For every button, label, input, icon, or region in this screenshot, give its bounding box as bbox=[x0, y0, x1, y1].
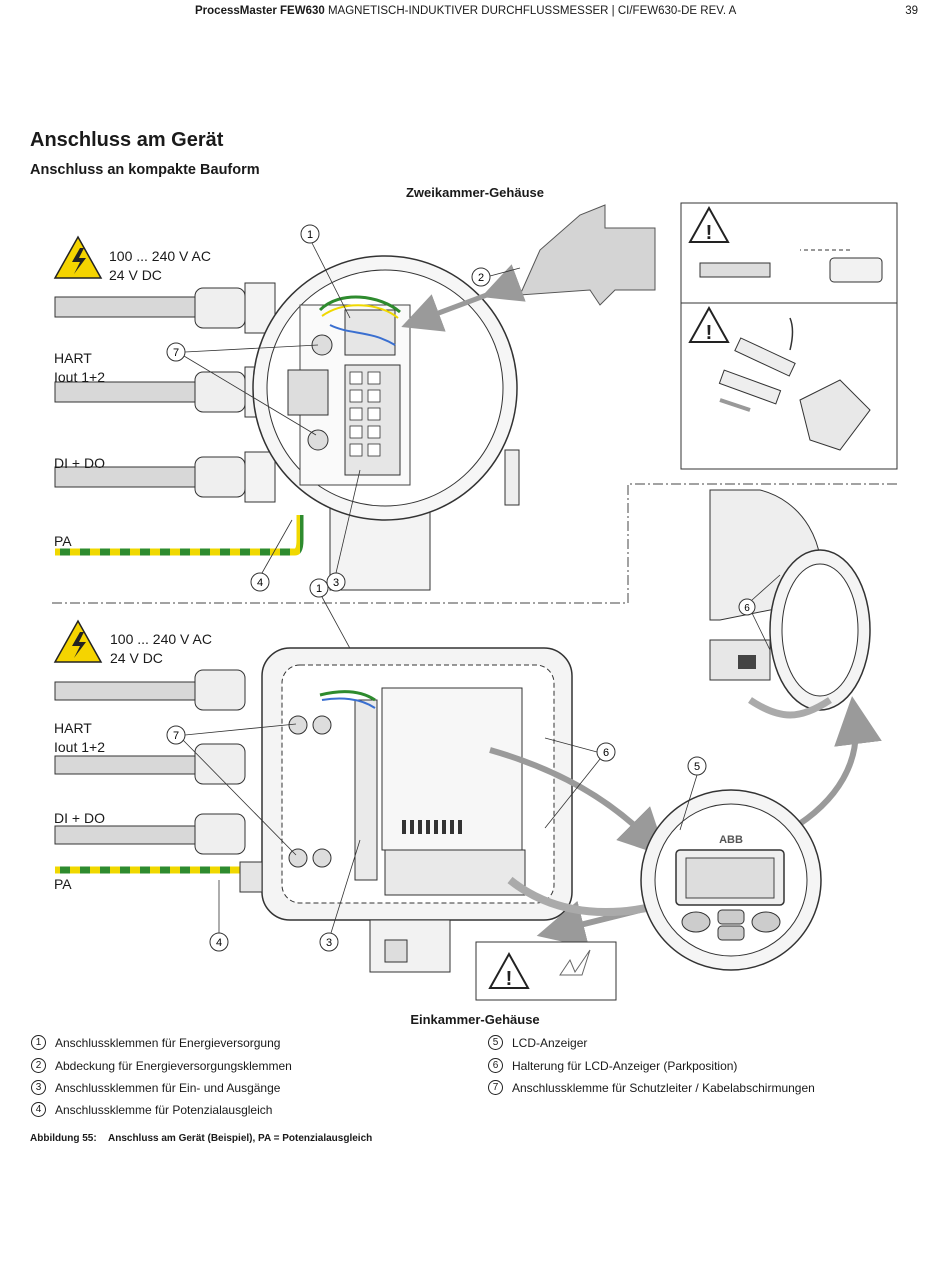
top-hart-label: HART Iout 1+2 bbox=[54, 349, 105, 387]
callout-1-3-mid: 1 3 bbox=[309, 469, 366, 677]
legend-number: 5 bbox=[488, 1035, 503, 1050]
page-header: ProcessMaster FEW630 MAGNETISCH-INDUKTIV… bbox=[0, 5, 950, 21]
legend-text: LCD-Anzeiger bbox=[512, 1035, 588, 1050]
figure-caption: Abbildung 55: Anschluss am Gerät (Beispie… bbox=[30, 1133, 372, 1144]
bottom-power-voltage-ac: 100 ... 240 V AC bbox=[110, 631, 212, 647]
legend-number: 4 bbox=[31, 1102, 46, 1117]
top-dido-label: DI + DO bbox=[54, 455, 105, 471]
legend-number: 2 bbox=[31, 1058, 46, 1073]
figure-bottom-caption: Einkammer-Gehäuse bbox=[410, 1012, 540, 1027]
callout-4-bottom: 4 bbox=[209, 880, 229, 952]
cable-dido-top bbox=[54, 451, 276, 503]
header-product: ProcessMaster FEW630 bbox=[195, 5, 325, 17]
warning-icon-bottom bbox=[53, 619, 103, 663]
svg-text:3: 3 bbox=[333, 577, 339, 589]
svg-text:2: 2 bbox=[478, 272, 484, 284]
bottom-power-label: 100 ... 240 V AC 24 V DC bbox=[110, 630, 212, 668]
callout-4-top: 4 bbox=[250, 519, 293, 592]
svg-text:7: 7 bbox=[173, 730, 179, 742]
legend-number: 1 bbox=[31, 1035, 46, 1050]
top-power-label: 100 ... 240 V AC 24 V DC bbox=[109, 247, 211, 285]
top-power-voltage-ac: 100 ... 240 V AC bbox=[109, 248, 211, 264]
housing-two-chamber bbox=[252, 255, 520, 591]
svg-text:1: 1 bbox=[307, 229, 313, 241]
bottom-pa-label: PA bbox=[54, 876, 72, 892]
header-doc-title: MAGNETISCH-INDUKTIVER DURCHFLUSSMESSER |… bbox=[327, 5, 737, 17]
callout-7-bottom: 7 bbox=[166, 723, 297, 856]
legend-text: Anschlussklemme für Potenzialausgleich bbox=[55, 1102, 273, 1117]
lcd-display: ABB bbox=[640, 789, 822, 971]
terminal-cover bbox=[519, 204, 656, 306]
callout-5: 5 bbox=[679, 756, 707, 831]
legend-item: 5 LCD-Anzeiger bbox=[488, 1034, 587, 1051]
subsection-title: Anschluss an kompakte Bauform bbox=[30, 162, 260, 178]
warning-icon-top bbox=[53, 235, 103, 279]
bottom-hart: HART bbox=[54, 720, 92, 736]
lcd-brand: ABB bbox=[719, 834, 743, 846]
svg-text:4: 4 bbox=[216, 937, 222, 949]
legend-text: Abdeckung für Energieversorgungsklemmen bbox=[55, 1058, 292, 1073]
cable-dido-bottom bbox=[54, 813, 246, 855]
top-iout: Iout 1+2 bbox=[54, 369, 105, 385]
warning-panel-glass: ! bbox=[475, 941, 617, 1001]
legend-text: Anschlussklemme für Schutzleiter / Kabel… bbox=[512, 1080, 815, 1095]
warning-panel-wire-ferrule: ! bbox=[680, 202, 898, 304]
legend-text: Anschlussklemmen für Energieversorgung bbox=[55, 1035, 281, 1050]
cable-hart-bottom bbox=[54, 743, 246, 785]
callout-3-bottom: 3 bbox=[319, 839, 361, 952]
top-pa-label: PA bbox=[54, 533, 72, 549]
warning-panel-terminal-release: ! bbox=[680, 302, 898, 470]
figure-top-caption: Zweikammer-Gehäuse bbox=[405, 185, 544, 200]
bottom-iout: Iout 1+2 bbox=[54, 739, 105, 755]
cover-arrow bbox=[401, 264, 526, 332]
svg-text:3: 3 bbox=[326, 937, 332, 949]
top-hart: HART bbox=[54, 350, 92, 366]
callout-1-top: 1 bbox=[300, 224, 351, 319]
legend-number: 6 bbox=[488, 1058, 503, 1073]
cable-power-top bbox=[54, 282, 276, 334]
legend-item: 1 Anschlussklemmen für Energieversorgung bbox=[31, 1034, 280, 1051]
legend-item: 4 Anschlussklemme für Potenzialausgleich bbox=[31, 1101, 272, 1118]
bottom-dido-label: DI + DO bbox=[54, 810, 105, 826]
legend-text: Halterung für LCD-Anzeiger (Parkposition… bbox=[512, 1058, 738, 1073]
top-power-voltage-dc: 24 V DC bbox=[109, 267, 162, 283]
figure-caption-label: Abbildung 55: bbox=[30, 1133, 97, 1144]
legend-item: 3 Anschlussklemmen für Ein- und Ausgänge bbox=[31, 1079, 280, 1096]
bottom-power-voltage-dc: 24 V DC bbox=[110, 650, 163, 666]
lcd-park-closeup bbox=[709, 489, 871, 719]
svg-text:6: 6 bbox=[744, 603, 750, 614]
arrow-to-lcd bbox=[489, 747, 667, 857]
svg-text:1: 1 bbox=[316, 583, 322, 595]
svg-text:5: 5 bbox=[694, 761, 700, 773]
legend-number: 7 bbox=[488, 1080, 503, 1095]
housing-single-chamber bbox=[239, 647, 573, 973]
callout-7-top: 7 bbox=[166, 342, 319, 436]
legend-item: 2 Abdeckung für Energieversorgungsklemmen bbox=[31, 1057, 292, 1074]
arrow-to-park bbox=[788, 696, 882, 833]
callout-6-bottom: 6 bbox=[544, 737, 616, 829]
separator-line bbox=[52, 483, 897, 604]
legend-item: 7 Anschlussklemme für Schutzleiter / Kabe… bbox=[488, 1079, 815, 1096]
svg-text:6: 6 bbox=[603, 747, 609, 759]
callout-2-top: 2 bbox=[471, 267, 521, 287]
svg-text:!: ! bbox=[706, 222, 713, 244]
pa-wire-top bbox=[55, 515, 304, 556]
svg-text:4: 4 bbox=[257, 577, 263, 589]
callout-6-closeup: 6 bbox=[738, 574, 781, 651]
svg-text:!: ! bbox=[506, 968, 513, 990]
page-number: 39 bbox=[905, 5, 918, 17]
cable-power-bottom bbox=[54, 669, 246, 711]
bottom-hart-label: HART Iout 1+2 bbox=[54, 719, 105, 757]
header-title: ProcessMaster FEW630 MAGNETISCH-INDUKTIV… bbox=[195, 5, 736, 17]
section-title: Anschluss am Gerät bbox=[30, 129, 224, 151]
legend-item: 6 Halterung für LCD-Anzeiger (Parkpositio… bbox=[488, 1057, 737, 1074]
svg-text:!: ! bbox=[706, 322, 713, 344]
figure-caption-text: Anschluss am Gerät (Beispiel), PA = Pote… bbox=[108, 1133, 373, 1144]
svg-text:7: 7 bbox=[173, 347, 179, 359]
legend-text: Anschlussklemmen für Ein- und Ausgänge bbox=[55, 1080, 281, 1095]
legend-number: 3 bbox=[31, 1080, 46, 1095]
